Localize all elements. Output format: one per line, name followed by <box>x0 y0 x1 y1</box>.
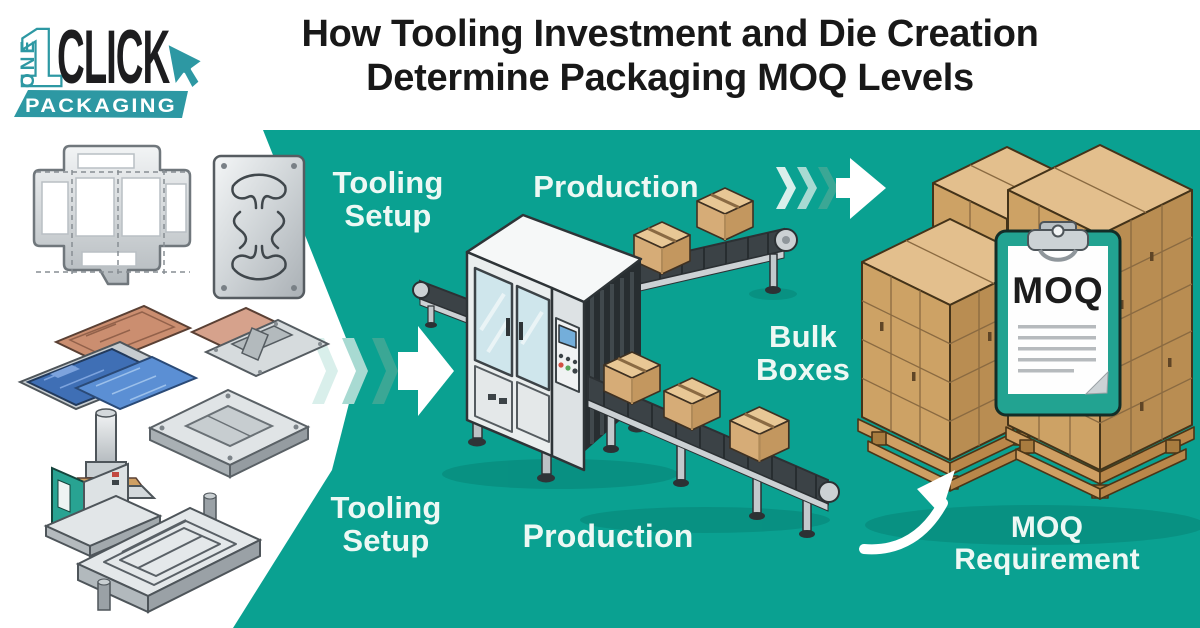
label-line: Boxes <box>755 352 851 388</box>
flow-arrow-mid <box>312 326 454 416</box>
label-moq-requirement: MOQ Requirement <box>954 511 1140 577</box>
die-mold-slab-illustration <box>147 388 311 479</box>
one-click-packaging-logo: 1 ONE CLICK PACKAGING <box>14 11 205 118</box>
label-line: Production <box>533 169 699 204</box>
mouse-cursor-icon <box>165 41 205 91</box>
chevron-icon <box>312 338 398 404</box>
document-lines <box>1018 325 1096 373</box>
clipboard-moq-text: MOQ <box>1012 270 1104 311</box>
label-line: Setup <box>342 523 430 559</box>
page-title: How Tooling Investment and Die Creation … <box>250 12 1090 100</box>
label-tooling-setup-top: Tooling Setup <box>332 166 443 233</box>
logo-banner-text: PACKAGING <box>25 96 177 117</box>
shadows <box>442 288 1200 545</box>
production-machine-illustration <box>465 213 646 483</box>
label-production-bottom: Production <box>523 519 694 554</box>
label-tooling-setup-bottom: Tooling Setup <box>330 491 441 558</box>
lower-conveyor <box>587 350 840 538</box>
label-line: Production <box>522 518 694 554</box>
logo-banner <box>14 90 188 118</box>
label-line: Requirement <box>954 543 1140 577</box>
title-line-2: Determine Packaging MOQ Levels <box>366 57 974 100</box>
printing-plates-illustration <box>17 340 199 411</box>
steel-die-plate-illustration <box>212 154 306 300</box>
label-production-top: Production <box>533 169 699 204</box>
label-line: Tooling <box>330 490 442 525</box>
wooden-pallet <box>1005 426 1195 500</box>
die-board-illustration <box>75 492 263 614</box>
curved-arrow <box>859 470 955 555</box>
die-press-illustration <box>43 408 163 558</box>
chevron-icon <box>776 167 838 209</box>
cross-die-plate-illustration <box>203 318 331 378</box>
moq-clipboard <box>994 221 1122 417</box>
label-line: Tooling <box>332 165 444 200</box>
logo-numeral: 1 <box>18 13 63 102</box>
label-line: Bulk <box>769 319 837 354</box>
title-line-1: How Tooling Investment and Die Creation <box>301 13 1039 55</box>
label-line: Setup <box>344 198 432 234</box>
label-bulk-boxes: Bulk Boxes <box>756 320 850 387</box>
label-line: MOQ <box>1010 511 1084 544</box>
clipboard-clip-icon <box>1027 221 1089 262</box>
flow-arrow-top <box>776 158 886 219</box>
logo-brand-text: CLICK <box>57 15 170 100</box>
die-cut-template-illustration <box>32 144 192 286</box>
logo-vertical-text: ONE <box>18 38 39 88</box>
infeed-conveyor <box>412 279 468 328</box>
